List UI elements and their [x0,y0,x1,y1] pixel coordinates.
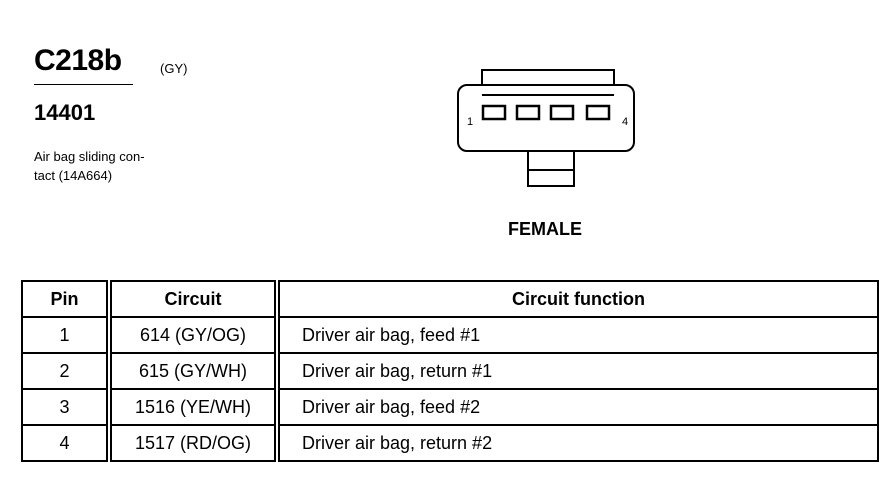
circuit-cell: 1516 (YE/WH) [106,388,278,426]
connector-wire-boot [527,150,575,187]
description-line-2: tact (14A664) [34,168,113,183]
description-line-1: Air bag sliding con- [34,149,145,164]
connector-color-code: (GY) [160,61,188,76]
table-row: 2 615 (GY/WH) Driver air bag, return #1 [21,352,879,390]
pin-cell: 2 [21,352,110,390]
connector-id: C218b [34,44,122,77]
pinout-table: Pin Circuit Circuit function 1 614 (GY/O… [21,280,879,462]
function-cell: Driver air bag, feed #1 [274,316,879,354]
table-row: 3 1516 (YE/WH) Driver air bag, feed #2 [21,388,879,426]
table-row: 4 1517 (RD/OG) Driver air bag, return #2 [21,424,879,462]
table-header-row: Pin Circuit Circuit function [21,280,879,318]
connector-gender-label: FEMALE [508,219,582,239]
part-number: 14401 [34,100,96,125]
connector-description: Air bag sliding con- tact (14A664) [34,147,184,185]
function-cell: Driver air bag, return #1 [274,352,879,390]
header-pin: Pin [21,280,110,318]
table-row: 1 614 (GY/OG) Driver air bag, feed #1 [21,316,879,354]
circuit-cell: 1517 (RD/OG) [106,424,278,462]
pin-cell: 4 [21,424,110,462]
circuit-cell: 614 (GY/OG) [106,316,278,354]
pin-cell: 3 [21,388,110,426]
connector-face-drawing: 1 4 [457,69,635,187]
pin-cavity-3 [549,104,575,121]
connector-id-underline [34,84,133,85]
function-cell: Driver air bag, feed #2 [274,388,879,426]
pin-cavity-1 [481,104,507,121]
pin-cell: 1 [21,316,110,354]
function-cell: Driver air bag, return #2 [274,424,879,462]
circuit-cell: 615 (GY/WH) [106,352,278,390]
pin-cavity-4 [585,104,611,121]
header-function: Circuit function [274,280,879,318]
pin-cavity-2 [515,104,541,121]
pin-last-label: 4 [622,116,628,128]
pin-first-label: 1 [467,116,473,128]
header-circuit: Circuit [106,280,278,318]
